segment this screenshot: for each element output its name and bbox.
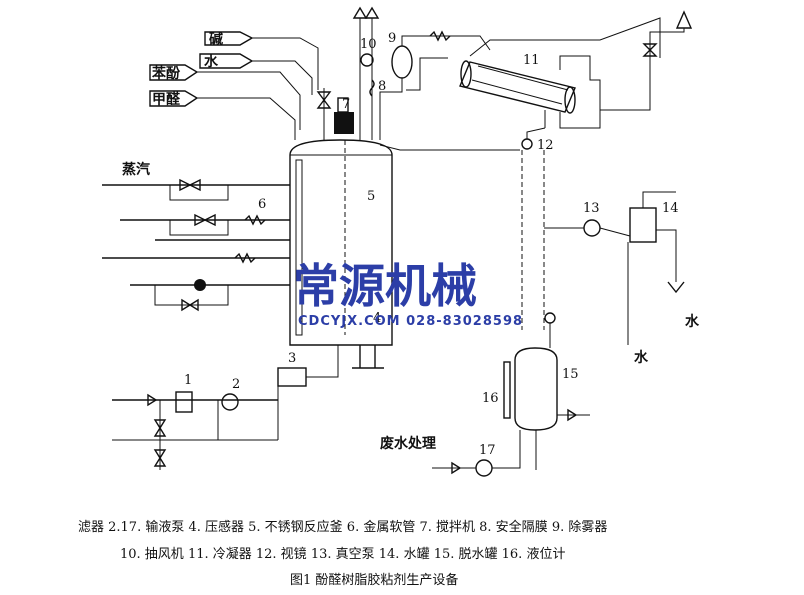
svg-text:15: 15 xyxy=(562,367,579,382)
svg-text:10: 10 xyxy=(360,37,377,52)
condenser-11: 11 xyxy=(406,17,661,129)
legend-line-1: 滤器 2.17. 输液泵 4. 压感器 5. 不锈钢反应釜 6. 金属软管 7.… xyxy=(78,520,608,535)
svg-text:4: 4 xyxy=(373,311,381,326)
legend-line-2: 10. 抽风机 11. 冷凝器 12. 视镜 13. 真空泵 14. 水罐 15… xyxy=(120,547,566,562)
figure-caption: 图1 酚醛树脂胶粘剂生产设备 xyxy=(290,573,459,588)
level-gauge-16: 16 xyxy=(482,361,511,419)
svg-text:碱: 碱 xyxy=(209,31,223,48)
filter-1: 1 xyxy=(175,373,193,413)
steam-supply: 蒸汽 6 xyxy=(102,161,290,312)
safety-diaphragm-8: 8 xyxy=(369,79,386,97)
svg-text:苯酚: 苯酚 xyxy=(151,65,181,82)
svg-text:14: 14 xyxy=(662,201,679,216)
svg-text:11: 11 xyxy=(523,53,540,68)
water-input-tag: 水 xyxy=(199,53,313,95)
svg-text:废水处理: 废水处理 xyxy=(380,435,436,452)
demister-9: 9 xyxy=(379,30,491,140)
pump-2: 2 xyxy=(221,377,240,411)
alkali-input-tag: 碱 xyxy=(204,31,319,90)
svg-text:9: 9 xyxy=(388,31,396,46)
svg-text:蒸汽: 蒸汽 xyxy=(122,161,150,178)
formaldehyde-input-tag: 甲醛 xyxy=(149,90,296,140)
svg-text:水: 水 xyxy=(685,313,700,330)
svg-text:5: 5 xyxy=(367,189,375,204)
pump-17: 废水处理 17 xyxy=(380,430,521,477)
svg-text:CDCYJX.COM 028-83028598: CDCYJX.COM 028-83028598 xyxy=(298,314,523,329)
svg-text:7: 7 xyxy=(342,97,350,112)
svg-text:12: 12 xyxy=(537,138,554,153)
exhaust-fan-10: 10 xyxy=(360,37,377,67)
svg-text:常源机械: 常源机械 xyxy=(293,259,477,313)
svg-text:2: 2 xyxy=(232,377,240,392)
svg-text:甲醛: 甲醛 xyxy=(152,91,181,108)
svg-text:8: 8 xyxy=(378,79,386,94)
watermark: 常源机械 CDCYJX.COM 028-83028598 xyxy=(293,259,523,329)
process-flow-diagram: 碱 水 苯酚 甲醛 10 8 7 xyxy=(102,6,700,477)
svg-text:17: 17 xyxy=(479,443,496,458)
svg-text:3: 3 xyxy=(288,351,296,366)
phenol-input-tag: 苯酚 xyxy=(149,64,301,130)
right-vent xyxy=(600,10,693,111)
dewatering-tank-15: 15 xyxy=(514,312,590,470)
svg-text:水: 水 xyxy=(634,349,649,366)
bottom-piping xyxy=(112,393,278,470)
reactor-5: 5 4 xyxy=(289,139,393,369)
svg-text:6: 6 xyxy=(258,197,266,212)
water-tank-14: 14 水 水 xyxy=(627,191,700,366)
vacuum-pump-13: 13 xyxy=(544,201,631,237)
pressure-sensor-3: 3 xyxy=(277,345,339,440)
top-feed-lines xyxy=(316,6,380,140)
stirrer-7: 7 xyxy=(334,97,354,134)
svg-text:水: 水 xyxy=(204,53,219,70)
svg-text:13: 13 xyxy=(583,201,600,216)
svg-text:16: 16 xyxy=(482,391,499,406)
svg-text:1: 1 xyxy=(184,373,192,388)
